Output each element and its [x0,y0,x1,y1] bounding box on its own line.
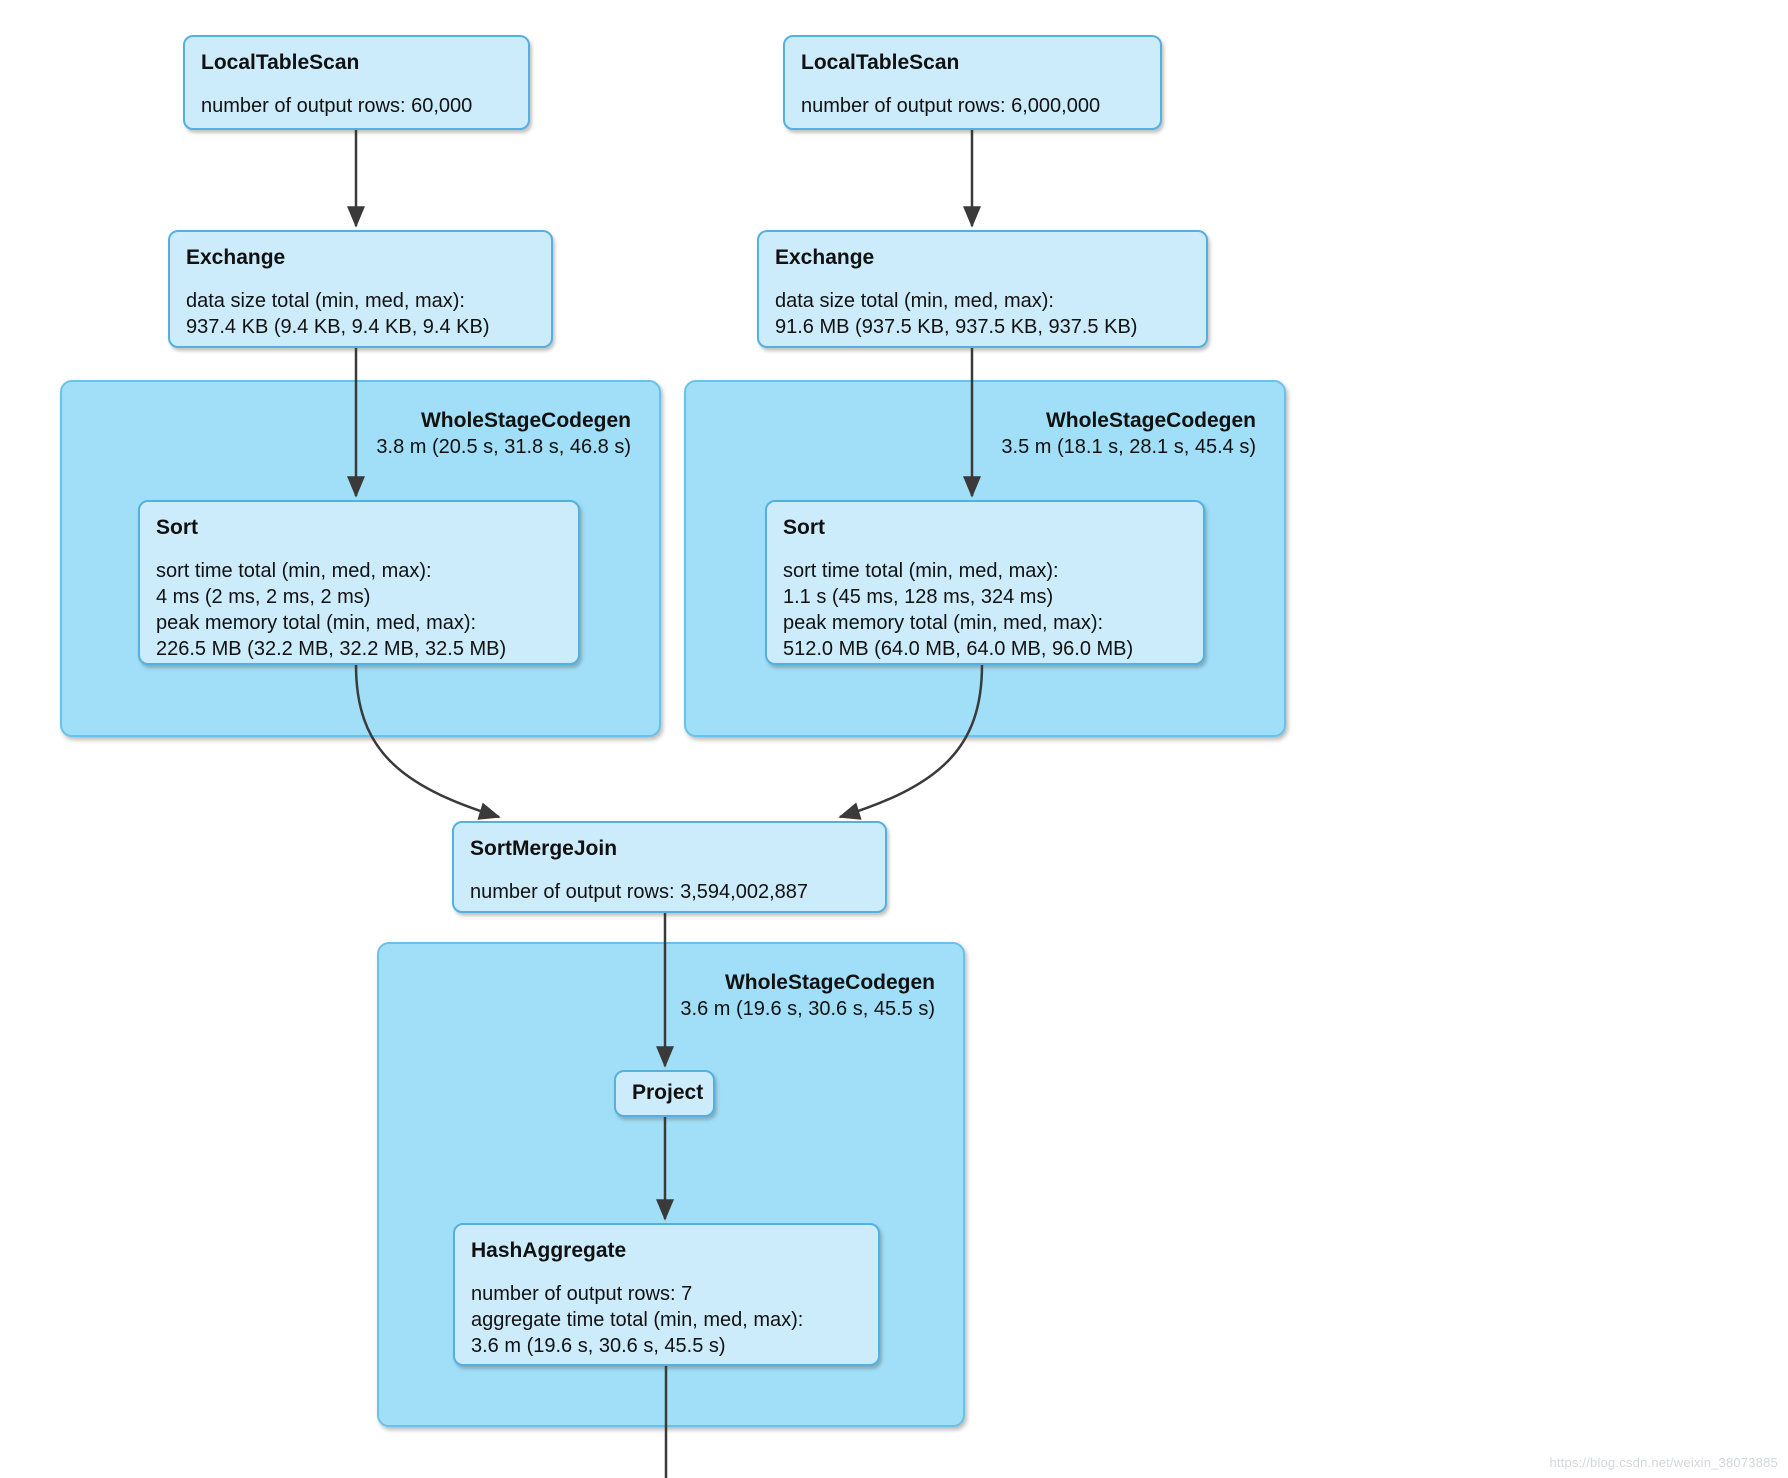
cluster-title: WholeStageCodegen [420,409,631,432]
node-metric: peak memory total (min, med, max): [783,612,1104,634]
node-metric: aggregate time total (min, med, max): [471,1309,804,1331]
node-sort-left: Sort sort time total (min, med, max): 4 … [138,500,580,665]
cluster-title: WholeStageCodegen [1045,409,1256,432]
node-title: SortMergeJoin [470,837,618,860]
node-exchange-left: Exchange data size total (min, med, max)… [168,230,553,348]
node-title: LocalTableScan [201,51,360,74]
node-metric: sort time total (min, med, max): [783,560,1059,582]
node-metric: 937.4 KB (9.4 KB, 9.4 KB, 9.4 KB) [186,316,490,338]
node-metric: number of output rows: 6,000,000 [801,95,1101,117]
node-metric: 91.6 MB (937.5 KB, 937.5 KB, 937.5 KB) [775,316,1138,338]
cluster-duration: 3.8 m (20.5 s, 31.8 s, 46.8 s) [376,436,631,458]
node-metric: 512.0 MB (64.0 MB, 64.0 MB, 96.0 MB) [783,638,1134,660]
node-metric: peak memory total (min, med, max): [156,612,477,634]
watermark: https://blog.csdn.net/weixin_38073885 [1549,1455,1778,1470]
cluster-duration: 3.5 m (18.1 s, 28.1 s, 45.4 s) [1001,436,1256,458]
cluster-label: WholeStageCodegen 3.5 m (18.1 s, 28.1 s,… [1001,408,1256,460]
cluster-duration: 3.6 m (19.6 s, 30.6 s, 45.5 s) [680,998,935,1020]
node-title: Exchange [775,246,875,269]
node-metric: 226.5 MB (32.2 MB, 32.2 MB, 32.5 MB) [156,638,507,660]
node-exchange-right: Exchange data size total (min, med, max)… [757,230,1208,348]
node-title: Project [632,1081,704,1104]
node-title: HashAggregate [471,1239,627,1262]
cluster-title: WholeStageCodegen [724,971,935,994]
node-sort-right: Sort sort time total (min, med, max): 1.… [765,500,1205,665]
node-metric: 4 ms (2 ms, 2 ms, 2 ms) [156,586,371,608]
cluster-label: WholeStageCodegen 3.8 m (20.5 s, 31.8 s,… [376,408,631,460]
node-title: Sort [783,516,825,539]
node-title: Sort [156,516,198,539]
node-metric: data size total (min, med, max): [186,290,465,312]
node-title: Exchange [186,246,286,269]
node-localtablescan-right: LocalTableScan number of output rows: 6,… [783,35,1162,130]
node-project: Project [614,1070,715,1117]
node-metric: sort time total (min, med, max): [156,560,432,582]
cluster-label: WholeStageCodegen 3.6 m (19.6 s, 30.6 s,… [680,970,935,1022]
node-metric: number of output rows: 7 [471,1283,693,1305]
node-sortmergejoin: SortMergeJoin number of output rows: 3,5… [452,821,887,913]
node-title: LocalTableScan [801,51,960,74]
node-metric: 3.6 m (19.6 s, 30.6 s, 45.5 s) [471,1335,726,1357]
node-metric: data size total (min, med, max): [775,290,1054,312]
node-metric: 1.1 s (45 ms, 128 ms, 324 ms) [783,586,1054,608]
node-hashaggregate: HashAggregate number of output rows: 7 a… [453,1223,880,1366]
node-metric: number of output rows: 3,594,002,887 [470,881,809,903]
node-metric: number of output rows: 60,000 [201,95,473,117]
node-localtablescan-left: LocalTableScan number of output rows: 60… [183,35,530,130]
